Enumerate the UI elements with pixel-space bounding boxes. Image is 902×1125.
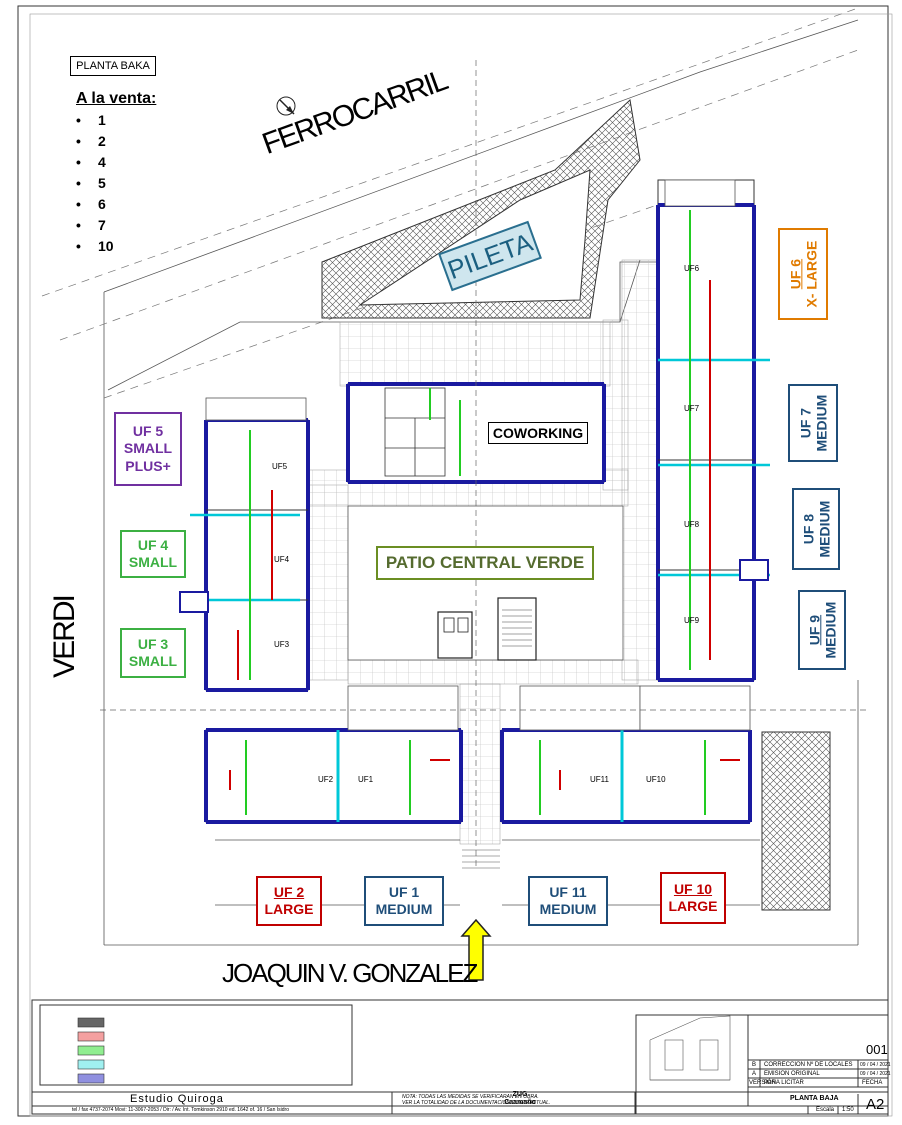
note-line-2: VER LA TOTALIDAD DE LA DOCUMENTACION CON… [402,1100,551,1106]
plan-label-box: PLANTA BAKA [70,56,156,76]
sale-item-value: 2 [98,133,106,149]
title-block-frame [31,999,889,1115]
plan-tag-uf10: UF10 [646,775,666,784]
sale-item-value: 7 [98,217,106,233]
bullet-icon: • [76,133,81,149]
left-units-block [179,418,310,692]
plan-tag-uf9: UF9 [684,616,700,625]
scale-value: 1:50 [842,1107,854,1113]
note-line-1: NOTA: TODAS LAS MEDIDAS SE VERIFICARAN E… [402,1094,539,1100]
plan-tag-uf8: UF8 [684,520,700,529]
legend-swatch [77,1073,105,1084]
unit-label-uf5: UF 5 SMALL PLUS+ [114,412,182,486]
scale-label: Escala [816,1107,835,1113]
legend-swatch [77,1045,105,1056]
sale-item-value: 5 [98,175,106,191]
bottom-left-units-block [204,728,463,824]
bullet-icon: • [76,112,81,128]
sale-item: • 10 [76,236,156,257]
sale-item: •6 [76,194,156,215]
version-text: PARA LICITAR [764,1080,804,1086]
bullet-icon: • [76,175,81,191]
entrance-arrow-icon [460,918,492,981]
plan-tag-uf4: UF4 [274,555,290,564]
unit-label-uf4: UF 4 SMALL [120,530,186,578]
plan-label: PLANTA BAKA [76,60,150,72]
sale-item-value: 6 [98,196,106,212]
plan-tag-uf11: UF11 [590,775,609,784]
patio-label: PATIO CENTRAL VERDE [376,546,594,580]
legend-swatches [77,1017,105,1084]
unit-label-uf11: UF 11 MEDIUM [528,876,608,926]
unit-label-uf2: UF 2 LARGE [256,876,322,926]
unit-label-uf1: UF 1 MEDIUM [364,876,444,926]
legend-swatch [77,1059,105,1070]
sale-list: A la venta: •1•2•4•5•6•7•10 [76,90,156,257]
plan-tag-uf1: UF1 [358,775,374,784]
bullet-icon: • [76,154,81,170]
client-line-2: Caamaño [504,1099,536,1106]
patio-central [347,505,624,661]
legend-swatch [77,1017,105,1028]
unit-label-uf3: UF 3 SMALL [120,628,186,678]
right-units-block [656,179,770,682]
north-arrow-icon [276,96,296,116]
rev-a-date: 09 / 04 / 2021 [860,1071,891,1077]
rev-a-code: A [752,1071,757,1077]
coworking-label: COWORKING [488,422,588,444]
sale-item: •5 [76,173,156,194]
sale-item: •4 [76,152,156,173]
legend-swatch [77,1031,105,1042]
street-verdi: VERDI [48,596,81,678]
plan-tag-uf3: UF3 [274,640,290,649]
rev-b-date: 09 / 04 / 2021 [860,1062,891,1068]
sale-item: •1 [76,110,156,131]
street-gonzalez: JOAQUIN V. GONZALEZ [222,958,478,988]
date-label: FECHA [862,1080,883,1086]
bullet-icon: • [76,217,81,233]
studio-contact: tel / fax 4737-2074 Movi: 11-3067-2053 /… [72,1107,289,1113]
client-line-1: ZUG [512,1091,528,1098]
version-label: VERSIÓN [749,1080,777,1086]
sale-item-value: 4 [98,154,106,170]
rev-a-text: EMISION ORIGINAL [764,1071,820,1077]
plan-tag-uf2: UF2 [318,775,334,784]
plan-name: PLANTA BAJA [790,1095,839,1102]
sale-item-value: 1 [98,112,106,128]
bullet-icon: • [76,238,81,254]
parking-area [761,731,831,911]
sale-item-value: 10 [98,238,114,254]
sale-item: •7 [76,215,156,236]
sheet-code: A2 [866,1096,885,1113]
unit-label-uf10: UF 10 LARGE [660,872,726,924]
plan-tag-uf5: UF5 [272,462,288,471]
sale-items: •1•2•4•5•6•7•10 [76,110,156,257]
rev-b-text: CORRECCION Nº DE LOCALES [764,1062,853,1068]
plan-tag-uf6: UF6 [684,264,700,273]
plan-tag-uf7: UF7 [684,404,700,413]
sheet-number: 001 [866,1042,888,1057]
rev-b-code: B [752,1062,757,1068]
sale-title: A la venta: [76,90,157,107]
studio-name: Estudio Quiroga [130,1093,224,1105]
key-plan-thumbnail [649,1015,731,1081]
bullet-icon: • [76,196,81,212]
sale-item: •2 [76,131,156,152]
bottom-right-units-block [500,728,752,824]
